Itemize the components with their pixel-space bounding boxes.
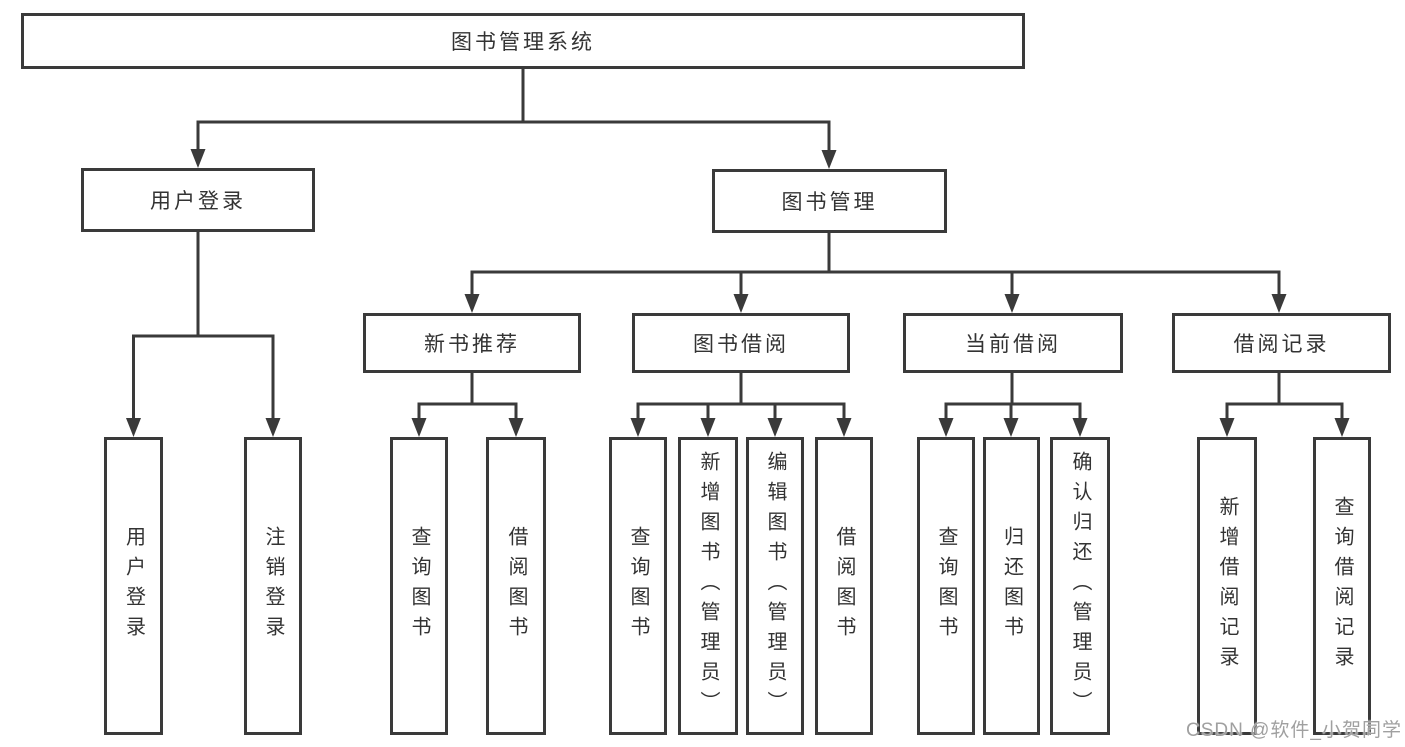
leaf-borrow-books-1-label: 借阅图书: [505, 526, 527, 646]
leaf-logout: 注销登录: [244, 437, 302, 735]
leaf-borrow-books-1: 借阅图书: [486, 437, 546, 735]
connector-book-management-children: [464, 233, 1287, 313]
leaf-query-books-2: 查询图书: [609, 437, 667, 735]
node-root: 图书管理系统: [21, 13, 1025, 69]
node-user-login: 用户登录: [81, 168, 315, 232]
leaf-add-borrow-record: 新增借阅记录: [1197, 437, 1257, 735]
leaf-query-books-3-label: 查询图书: [935, 526, 957, 646]
node-borrow-records: 借阅记录: [1172, 313, 1391, 373]
leaf-query-borrow-record-label: 查询借阅记录: [1331, 496, 1353, 676]
node-book-management: 图书管理: [712, 169, 947, 233]
leaf-query-books-2-label: 查询图书: [627, 526, 649, 646]
leaf-query-borrow-record: 查询借阅记录: [1313, 437, 1371, 735]
leaf-user-login-label: 用户登录: [122, 526, 145, 646]
leaf-return-books-label: 归还图书: [1000, 526, 1023, 646]
connector-new-books-children: [411, 373, 524, 437]
connector-book-borrow-children: [630, 373, 852, 437]
leaf-logout-label: 注销登录: [262, 526, 284, 646]
leaf-user-login: 用户登录: [104, 437, 163, 735]
node-current-borrow: 当前借阅: [903, 313, 1123, 373]
leaf-query-books-3: 查询图书: [917, 437, 975, 735]
leaf-add-books-admin-label: 新增图书（管理员）: [697, 451, 719, 721]
connector-borrow-records-children: [1219, 373, 1350, 437]
connector-root-to-level2: [190, 69, 837, 169]
leaf-edit-books-admin-label: 编辑图书（管理员）: [764, 451, 786, 721]
leaf-return-books: 归还图书: [983, 437, 1040, 735]
leaf-edit-books-admin: 编辑图书（管理员）: [746, 437, 804, 735]
connector-user-login-children: [126, 232, 281, 437]
leaf-query-books-1-label: 查询图书: [408, 526, 430, 646]
csdn-watermark: CSDN @软件_小贺同学: [1186, 720, 1402, 741]
node-new-books: 新书推荐: [363, 313, 581, 373]
leaf-confirm-return-admin: 确认归还（管理员）: [1050, 437, 1110, 735]
leaf-confirm-return-admin-label: 确认归还（管理员）: [1069, 451, 1091, 721]
leaf-add-books-admin: 新增图书（管理员）: [678, 437, 738, 735]
node-book-borrow: 图书借阅: [632, 313, 850, 373]
connector-current-borrow-children: [938, 373, 1088, 437]
leaf-borrow-books-2: 借阅图书: [815, 437, 873, 735]
leaf-borrow-books-2-label: 借阅图书: [833, 526, 855, 646]
leaf-query-books-1: 查询图书: [390, 437, 448, 735]
leaf-add-borrow-record-label: 新增借阅记录: [1216, 496, 1238, 676]
